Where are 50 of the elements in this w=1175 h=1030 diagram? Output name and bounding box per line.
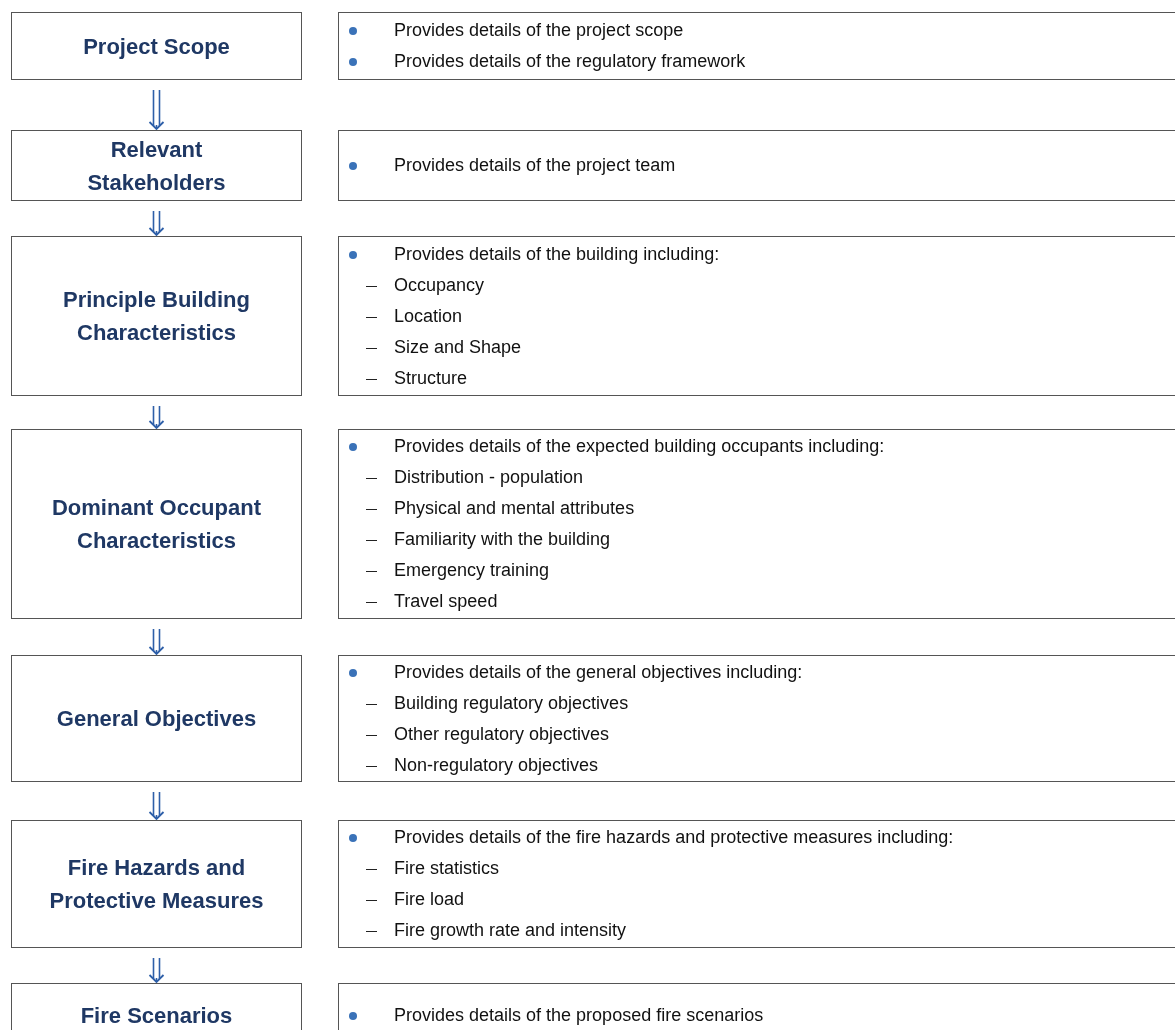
process-box	[11, 12, 302, 80]
sub-item-text: Fire load	[394, 889, 465, 909]
sub-item-text: Distribution - population	[394, 467, 584, 487]
description-box	[338, 983, 1175, 1030]
sub-item-text: Location	[394, 305, 463, 326]
bullet-text: Provides details of the building including:	[394, 243, 720, 264]
sub-item-text: Building regulatory objectives	[394, 692, 629, 713]
down-arrow	[148, 210, 165, 236]
description-box	[338, 655, 1175, 782]
bullet-text: Provides details of the fire hazards and protective measures including:	[394, 827, 954, 847]
process-box	[11, 130, 302, 201]
bullet-text: Provides details of the regulatory framework	[394, 51, 746, 71]
description-box	[338, 429, 1175, 619]
step-title: Fire Scenarios	[79, 1002, 234, 1030]
sub-item-text: Size and Shape	[394, 336, 522, 357]
sub-item-text: Emergency training	[394, 560, 550, 580]
sub-item-text: Fire statistics	[394, 858, 499, 878]
bullet-text: Provides details of the expected building occupants including:	[394, 436, 885, 456]
description-box	[338, 820, 1175, 948]
sub-item-text: Other regulatory objectives	[394, 723, 610, 744]
process-box	[11, 983, 302, 1030]
down-arrow	[148, 791, 165, 820]
bullet-text: Provides details of the project scope	[394, 20, 684, 40]
description-box	[338, 130, 1175, 201]
step-title: Relevant Stakeholders	[86, 135, 227, 197]
step-title: General Objectives	[55, 705, 258, 733]
bullet-text: Provides details of the general objectives including:	[394, 661, 803, 682]
sub-item-text: Structure	[394, 367, 468, 388]
sub-item-text: Familiarity with the building	[394, 529, 611, 549]
step-title: Dominant Occupant Characteristics	[51, 494, 262, 555]
step-title: Fire Hazards and Protective Measures	[48, 854, 265, 915]
process-box	[11, 820, 302, 948]
sub-item-text: Physical and mental attributes	[394, 498, 635, 518]
description-box	[338, 12, 1175, 80]
step-title: Principle Building Characteristics	[62, 286, 251, 347]
sub-item-text: Non-regulatory objectives	[394, 754, 599, 775]
sub-item-text: Fire growth rate and intensity	[394, 920, 627, 940]
down-arrow	[148, 957, 165, 983]
sub-item-text: Occupancy	[394, 274, 485, 295]
process-box	[11, 655, 302, 782]
process-box	[11, 429, 302, 619]
bullet-text: Provides details of the proposed fire scenarios	[394, 1005, 764, 1025]
step-title: Project Scope	[82, 32, 231, 61]
down-arrow	[148, 405, 165, 429]
process-box	[11, 236, 302, 396]
description-box	[338, 236, 1175, 396]
sub-item-text: Travel speed	[394, 591, 498, 611]
bullet-text: Provides details of the project team	[394, 155, 676, 175]
down-arrow	[148, 89, 165, 130]
down-arrow	[148, 628, 165, 655]
